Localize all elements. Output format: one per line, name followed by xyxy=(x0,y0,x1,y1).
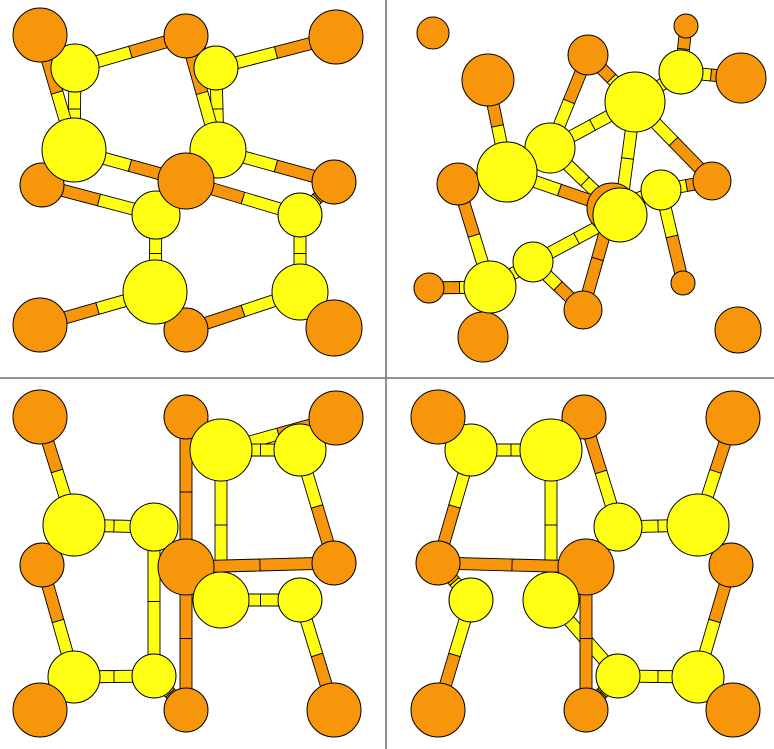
atom-orange xyxy=(673,13,699,39)
atom-orange xyxy=(567,34,609,76)
atom-orange xyxy=(308,9,364,65)
panel-top-left xyxy=(12,7,364,357)
atom-orange xyxy=(415,540,461,586)
atom-orange xyxy=(163,13,209,59)
atom-yellow xyxy=(122,259,188,325)
atom-yellow xyxy=(271,263,329,321)
atom-yellow xyxy=(41,117,107,183)
atom-orange xyxy=(305,299,363,357)
atom-yellow xyxy=(50,43,100,93)
atom-yellow xyxy=(131,653,177,699)
atom-yellow xyxy=(277,192,323,238)
atom-orange xyxy=(457,311,509,363)
atom-yellow xyxy=(595,653,641,699)
atom-orange xyxy=(563,290,603,330)
atom-orange xyxy=(715,52,767,104)
atom-yellow xyxy=(444,423,498,477)
atom-yellow xyxy=(604,71,666,133)
atom-yellow xyxy=(658,49,704,95)
atom-yellow xyxy=(640,169,682,211)
atom-orange xyxy=(12,682,68,738)
atom-orange xyxy=(163,687,209,733)
atom-yellow xyxy=(671,650,725,704)
atom-orange xyxy=(692,161,732,201)
atom-orange xyxy=(416,16,450,50)
atom-yellow xyxy=(512,241,554,283)
atom-yellow xyxy=(522,571,580,629)
atom-orange xyxy=(311,540,357,586)
atom-orange xyxy=(19,542,65,588)
atom-yellow xyxy=(593,502,643,552)
atom-orange xyxy=(461,53,515,107)
atom-yellow xyxy=(273,423,327,477)
atom-orange xyxy=(311,159,357,205)
atom-orange xyxy=(12,389,68,445)
atom-orange xyxy=(410,682,466,738)
atom-orange xyxy=(410,389,466,445)
atom-orange xyxy=(563,687,609,733)
atom-yellow xyxy=(448,577,494,623)
atom-orange xyxy=(12,297,68,353)
atom-yellow xyxy=(189,418,253,482)
panel-top-right xyxy=(413,13,767,363)
atom-orange xyxy=(705,390,761,446)
atom-yellow xyxy=(193,45,239,91)
atom-yellow xyxy=(47,650,101,704)
atoms xyxy=(12,389,364,738)
atom-orange xyxy=(306,682,362,738)
atom-orange xyxy=(157,152,215,210)
atom-yellow xyxy=(192,571,250,629)
atoms xyxy=(12,7,364,357)
atom-yellow xyxy=(592,187,648,243)
atom-orange xyxy=(708,542,754,588)
atom-yellow xyxy=(42,493,106,557)
atoms xyxy=(413,13,767,363)
atom-orange xyxy=(163,307,209,353)
atom-yellow xyxy=(463,260,517,314)
atom-orange xyxy=(714,306,762,354)
atom-yellow xyxy=(277,577,323,623)
atom-orange xyxy=(670,270,696,296)
atom-yellow xyxy=(476,141,538,203)
atom-orange xyxy=(436,162,480,206)
atom-orange xyxy=(12,7,68,63)
atom-yellow xyxy=(129,502,179,552)
atom-yellow xyxy=(666,493,730,557)
atoms xyxy=(410,389,761,738)
atom-yellow xyxy=(519,418,583,482)
panel-bottom-right xyxy=(410,389,761,738)
panel-bottom-left xyxy=(12,389,364,738)
atom-orange xyxy=(705,682,761,738)
atom-orange xyxy=(308,390,364,446)
atom-orange xyxy=(413,272,445,304)
atom-orange xyxy=(163,394,209,440)
